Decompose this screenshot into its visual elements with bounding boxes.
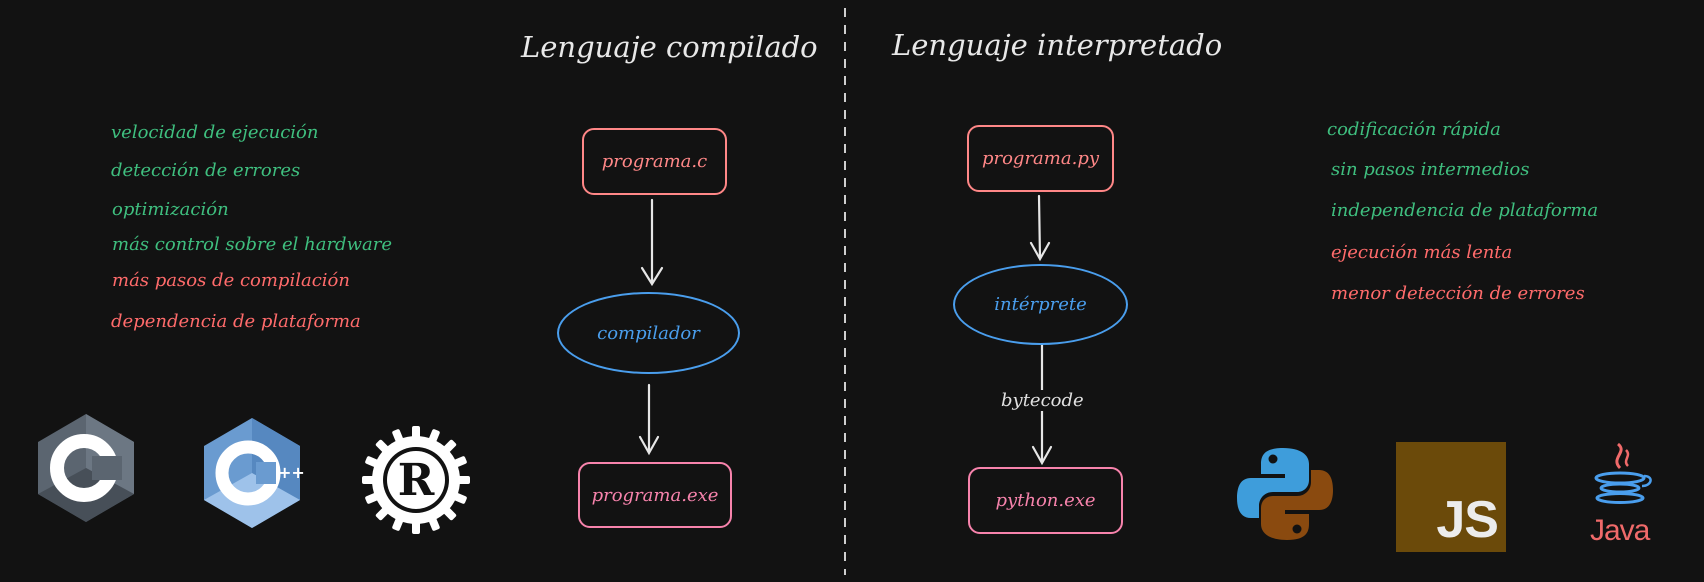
javascript-icon-label: JS (1436, 491, 1499, 549)
compiled-pro-item: detección de errores (111, 160, 301, 181)
compiled-con-item: dependencia de plataforma (111, 311, 361, 332)
arrow-source-to-interpreter (1029, 194, 1051, 262)
interpreter-node: intérprete (953, 264, 1128, 345)
compiled-pro-item: más control sobre el hardware (112, 234, 392, 255)
source-file-node: programa.c (582, 128, 727, 195)
cpp-language-icon: ++ (204, 418, 304, 528)
executable-node: programa.exe (578, 462, 732, 528)
python-icon (1237, 448, 1333, 540)
interpreted-pro-item: codificación rápida (1327, 119, 1501, 140)
java-icon-label: Java (1590, 514, 1650, 547)
interpreted-con-item: ejecución más lenta (1331, 242, 1513, 263)
rust-language-icon: R (362, 426, 470, 534)
interpreted-pro-item: independencia de plataforma (1331, 200, 1599, 221)
runtime-node: python.exe (968, 467, 1123, 534)
compiled-pro-item: velocidad de ejecución (111, 122, 319, 143)
svg-text:R: R (398, 455, 435, 506)
compiled-pro-item: optimización (112, 199, 229, 220)
interpreted-pro-item: sin pasos intermedios (1331, 159, 1530, 180)
java-icon (1594, 442, 1652, 504)
compiler-node: compilador (557, 292, 740, 374)
bytecode-edge-label: bytecode (997, 390, 1088, 411)
c-language-icon (38, 414, 134, 522)
interpreted-con-item: menor detección de errores (1331, 283, 1585, 304)
source-file-node: programa.py (967, 125, 1114, 192)
arrow-source-to-compiler (640, 198, 664, 287)
svg-text:++: ++ (278, 463, 304, 482)
arrow-compiler-to-output (638, 383, 660, 456)
interpreted-title: Lenguaje interpretado (892, 28, 1223, 62)
compiled-con-item: más pasos de compilación (112, 270, 350, 291)
compiled-title: Lenguaje compilado (521, 30, 818, 64)
javascript-icon: JS (1396, 442, 1506, 552)
